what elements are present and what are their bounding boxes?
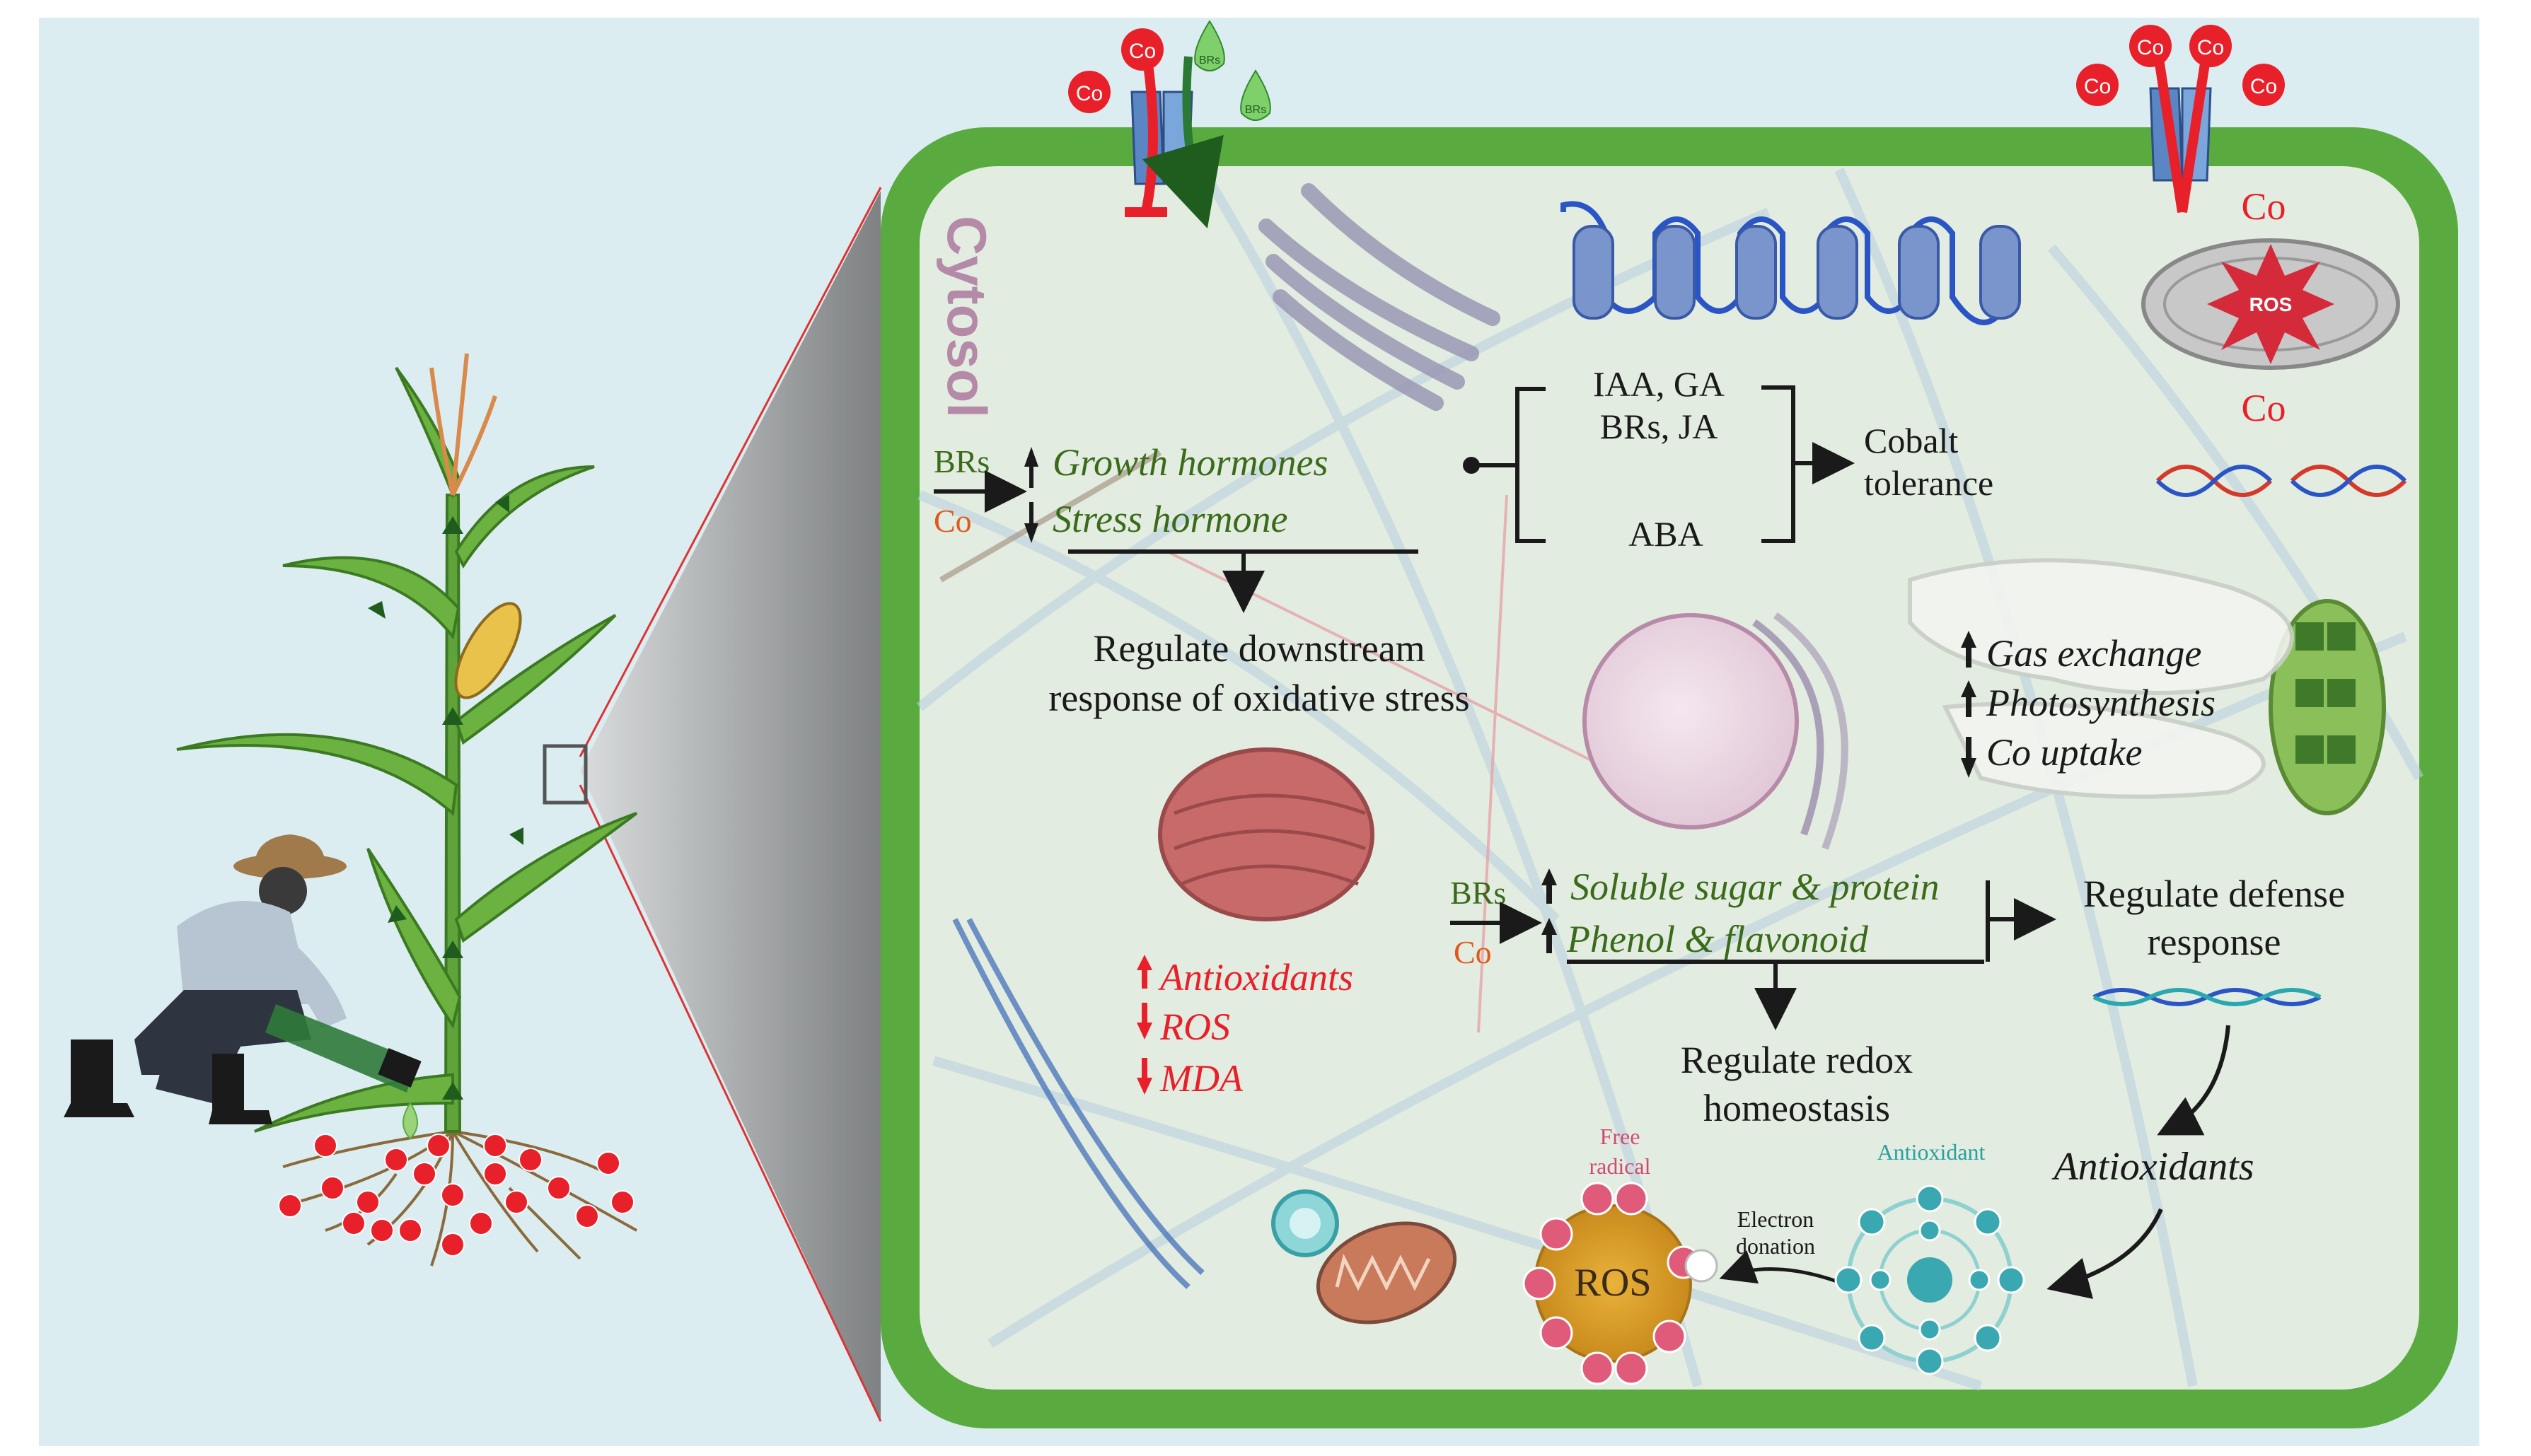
ros-star-label: ROS <box>2249 293 2293 315</box>
stress-hormone-label: Stress hormone <box>1053 498 1288 540</box>
co-uptake-label: Co uptake <box>1986 731 2142 774</box>
antioxidant-molecule-label: Antioxidant <box>1877 1139 1986 1165</box>
co-ion-label: Co <box>1129 40 1156 63</box>
co-entry-arrow <box>2153 48 2187 214</box>
antioxidant-list-arrows <box>1137 955 1152 1095</box>
plant-brs-drop <box>402 1102 418 1140</box>
co-inside-label: Co <box>2241 185 2286 228</box>
endoplasmic-reticulum <box>1908 558 2294 799</box>
tassel <box>429 353 497 496</box>
bracket-bottom: ABA <box>1628 514 1703 554</box>
plant-leaves <box>176 366 638 1133</box>
co-ion-label: Co <box>2137 36 2164 59</box>
ros-molecule: ROS <box>1522 1182 1718 1385</box>
zoom-cone <box>580 191 881 1421</box>
electron-donation-line2: donation <box>1736 1233 1815 1259</box>
antioxidant-molecule <box>1834 1184 2025 1375</box>
mitochondrion-ros: ROS <box>2141 238 2400 370</box>
electron-donation-line1: Electron <box>1737 1206 1814 1232</box>
left-channel <box>1125 48 1224 228</box>
corn-ear <box>454 602 522 699</box>
ros-red-label: ROS <box>1159 1006 1230 1048</box>
phenol-flavonoid-label: Phenol & flavonoid <box>1566 918 1869 960</box>
antioxidants-right-label: Antioxidants <box>2051 1145 2254 1189</box>
gas-exchange-label: Gas exchange <box>1986 632 2201 675</box>
soil-co-ions <box>278 1134 635 1257</box>
co-ion-label: Co <box>1076 82 1103 105</box>
redox-line1: Regulate redox <box>1681 1039 1913 1081</box>
dna-damage-icon <box>2155 465 2407 497</box>
antioxidants-to-molecule-arrow <box>2046 1208 2163 1299</box>
maize-plant <box>176 353 638 1266</box>
nucleus <box>1582 612 1848 850</box>
defense-response-line2: response <box>2148 921 2281 963</box>
hormone-brs-label: BRs <box>934 443 990 479</box>
brs-entry-arrow <box>1142 56 1224 228</box>
cytosol-label: Cytosol <box>936 216 998 418</box>
hormone-co-label: Co <box>934 503 972 539</box>
photosynthesis-label: Photosynthesis <box>1986 682 2216 724</box>
dna-small <box>2092 988 2322 1006</box>
membrane-protein <box>1560 201 2021 325</box>
vesicle <box>1271 1189 1339 1257</box>
dna-to-antioxidants-arrow <box>2157 1025 2230 1136</box>
free-radical-line2: radical <box>1589 1153 1650 1179</box>
brs-drop-label: BRs <box>1245 104 1266 116</box>
golgi-red <box>1158 747 1374 921</box>
actin-filament <box>939 450 1162 583</box>
left-co-ions: Co Co <box>1068 28 1164 113</box>
farmer-figure <box>64 834 422 1124</box>
co-ion-label: Co <box>2250 75 2277 98</box>
regulate-downstream-line2: response of oxidative stress <box>1048 677 1469 719</box>
chloroplast <box>2269 599 2386 815</box>
metabolite-brs-label: BRs <box>1450 875 1506 911</box>
zoom-box <box>543 744 588 805</box>
metabolite-co-label: Co <box>1454 934 1492 970</box>
metabolite-arrows <box>1541 868 1557 953</box>
physiology-arrows <box>1961 631 1976 778</box>
bracket-top-line2: BRs, JA <box>1600 407 1718 446</box>
golgi-top <box>1258 183 1500 411</box>
co-ion-label: Co <box>2084 75 2111 98</box>
stalk-arrows <box>368 495 523 1100</box>
co-dna-label: Co <box>2241 387 2286 429</box>
zoom-line-top <box>579 187 882 757</box>
free-radical-line1: Free <box>1600 1124 1640 1149</box>
defense-response-line1: Regulate defense <box>2083 873 2345 915</box>
brs-drop-label: BRs <box>1199 54 1220 66</box>
redox-line2: homeostasis <box>1703 1087 1890 1129</box>
bracket-top-line1: IAA, GA <box>1593 364 1725 404</box>
growth-hormones-label: Growth hormones <box>1053 441 1328 484</box>
mda-red-label: MDA <box>1159 1057 1244 1100</box>
cobalt-tolerance-line1: Cobalt <box>1864 421 1958 460</box>
filament-left <box>952 918 1205 1289</box>
bracket-left <box>1515 387 1546 543</box>
electron-donation-arrow <box>1719 1250 1843 1286</box>
antioxidants-red-label: Antioxidants <box>1158 956 1353 998</box>
right-channel <box>2149 48 2212 214</box>
ros-molecule-label: ROS <box>1575 1261 1652 1305</box>
cytoskeleton <box>916 167 2424 1391</box>
zoom-line-bottom <box>579 784 882 1422</box>
cobalt-tolerance-line2: tolerance <box>1864 463 1993 503</box>
brs-droplets: BRs BRs <box>1194 20 1271 121</box>
right-co-ions: Co Co Co Co <box>2076 25 2285 106</box>
soluble-sugar-label: Soluble sugar & protein <box>1570 866 1940 908</box>
regulate-downstream-line1: Regulate downstream <box>1093 627 1425 670</box>
mitochondrion-small <box>1316 1221 1457 1324</box>
co-ion-label: Co <box>2197 36 2224 59</box>
